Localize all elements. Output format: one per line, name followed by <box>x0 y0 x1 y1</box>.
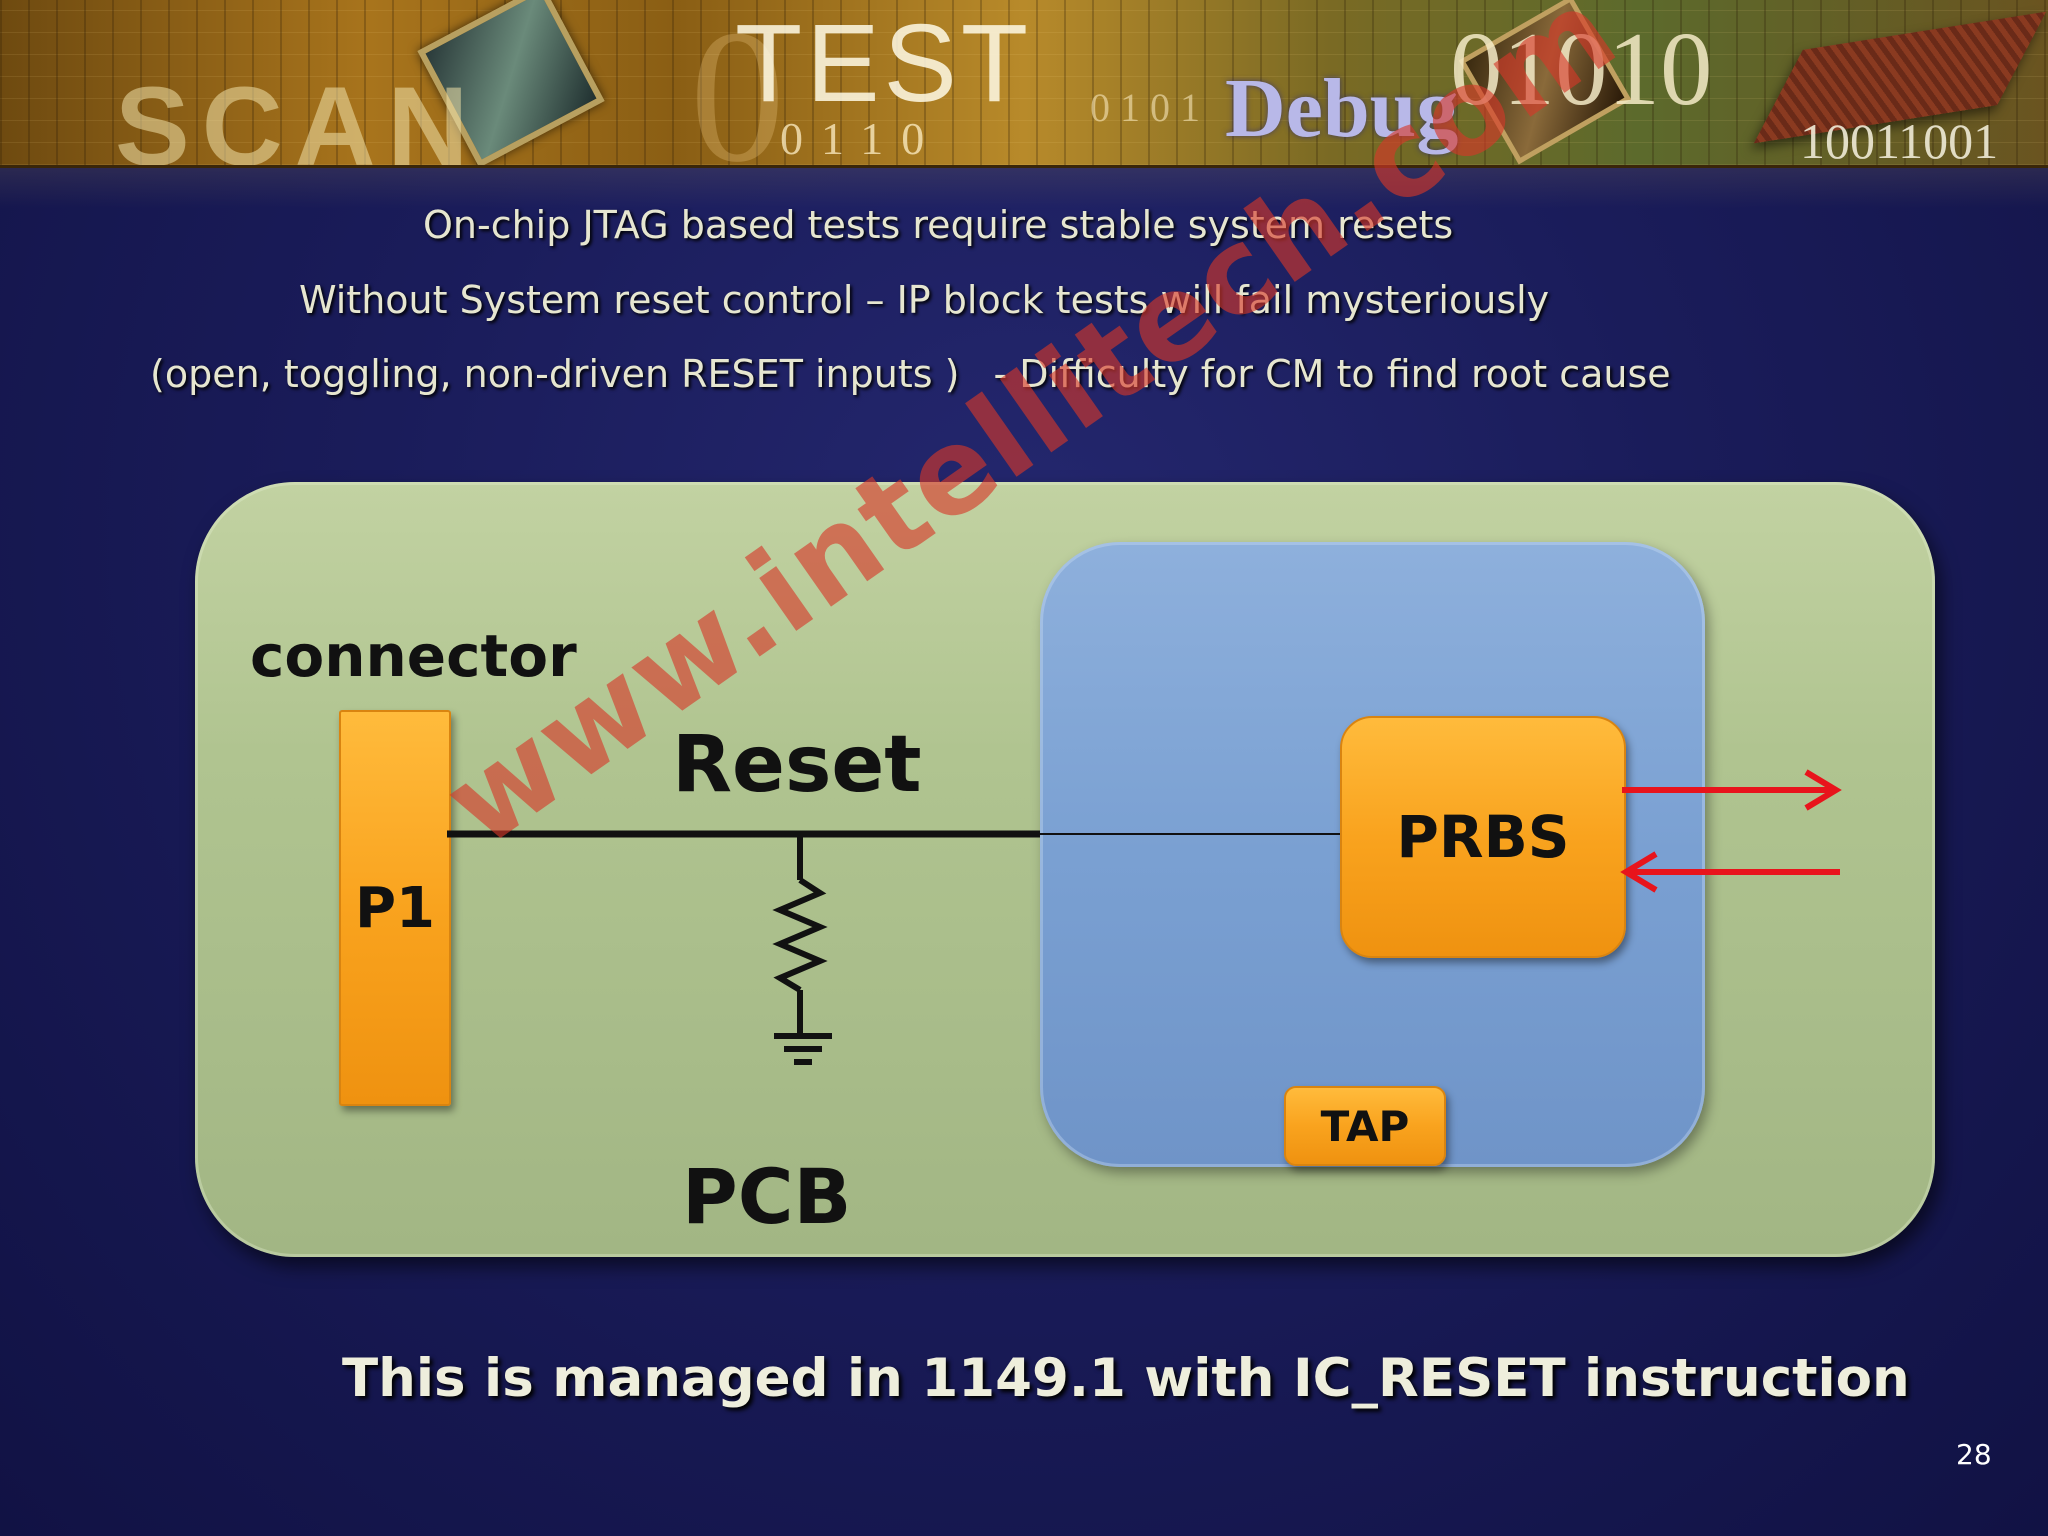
title-banner: 0 SCAN TEST 0110 0101 Debug 01010 100110… <box>0 0 2048 168</box>
banner-binary: 10011001 <box>1800 113 1999 168</box>
banner-bits: 0110 <box>780 113 943 164</box>
page-number: 28 <box>1956 1438 1992 1471</box>
banner-debug-word: Debug <box>1225 62 1459 155</box>
p1-connector: P1 <box>339 710 451 1106</box>
pcb-label: PCB <box>682 1152 852 1241</box>
p1-label: P1 <box>354 875 435 941</box>
banner-scan-word: SCAN <box>115 64 481 168</box>
banner-zero: 0 <box>690 0 785 168</box>
header-line-3-part-b: - Difficulty for CM to find root cause <box>993 352 1671 396</box>
circuit-texture <box>0 0 2048 165</box>
tap-block: TAP <box>1284 1086 1446 1166</box>
header-line-3: (open, toggling, non-driven RESET inputs… <box>150 352 2048 396</box>
tap-label: TAP <box>1320 1101 1410 1151</box>
banner-reflection <box>0 168 2048 208</box>
header-line-2: Without System reset control – IP block … <box>299 278 1550 322</box>
reset-label: Reset <box>672 720 922 810</box>
prbs-label: PRBS <box>1396 803 1570 871</box>
banner-test-word: TEST <box>735 2 1033 125</box>
banner-binary: 01010 <box>1450 10 1713 127</box>
footer-text: This is managed in 1149.1 with IC_RESET … <box>342 1348 1910 1409</box>
banner-bits: 0101 <box>1090 85 1210 130</box>
header-line-3-part-a: (open, toggling, non-driven RESET inputs… <box>150 352 960 396</box>
prbs-block: PRBS <box>1340 716 1626 958</box>
header-line-1: On-chip JTAG based tests require stable … <box>423 203 1454 247</box>
connector-label: connector <box>250 622 577 690</box>
